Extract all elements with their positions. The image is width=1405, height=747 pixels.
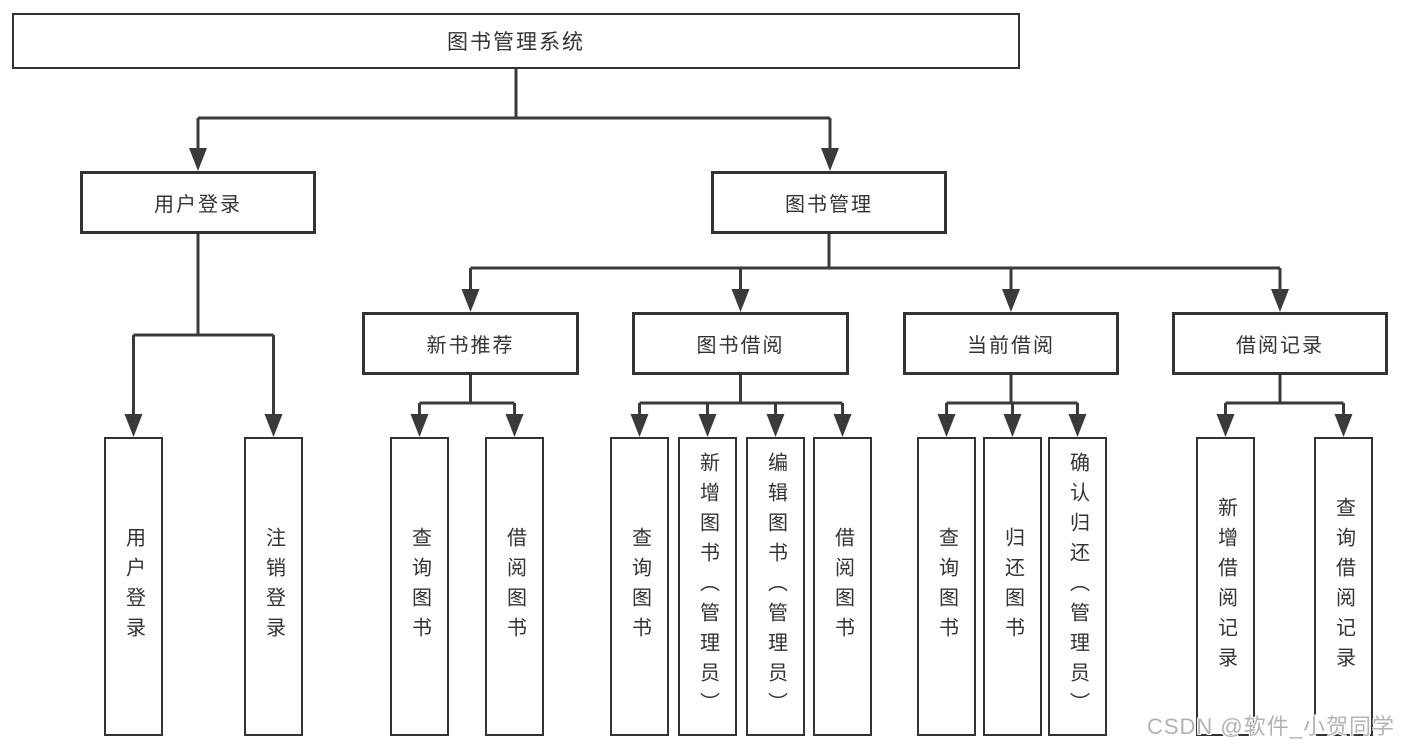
leaf-confirm-return-admin: 确认归还（管理员） [1048, 437, 1107, 736]
node-label: 用户登录 [154, 194, 242, 216]
leaf-label: 新增图书（管理员） [696, 451, 719, 722]
leaf-search-borrow-record: 查询借阅记录 [1314, 437, 1373, 736]
leaf-borrow-book-recommend: 借阅图书 [485, 437, 544, 736]
leaf-label: 编辑图书（管理员） [764, 451, 787, 722]
node-label: 新书推荐 [426, 335, 515, 357]
leaf-add-borrow-record: 新增借阅记录 [1196, 437, 1255, 736]
node-label: 图书管理 [785, 194, 873, 216]
leaf-search-book-current: 查询图书 [917, 437, 976, 736]
node-library-management-system: 图书管理系统 [12, 13, 1020, 69]
node-label: 当前借阅 [967, 335, 1055, 357]
node-book-management: 图书管理 [711, 171, 947, 234]
node-label: 图书借阅 [696, 335, 785, 357]
node-current-borrow: 当前借阅 [903, 312, 1119, 375]
leaf-logout: 注销登录 [244, 437, 303, 736]
leaf-borrow-book: 借阅图书 [813, 437, 872, 736]
leaf-label: 注销登录 [262, 526, 285, 647]
node-new-book-recommend: 新书推荐 [362, 312, 579, 375]
leaf-add-book-admin: 新增图书（管理员） [678, 437, 737, 736]
leaf-label: 查询图书 [935, 526, 958, 647]
leaf-edit-book-admin: 编辑图书（管理员） [746, 437, 805, 736]
leaf-label: 新增借阅记录 [1214, 496, 1237, 677]
leaf-label: 查询图书 [408, 526, 431, 647]
csdn-watermark: CSDN @软件_小贺同学 [1146, 714, 1395, 739]
leaf-label: 借阅图书 [503, 526, 526, 647]
leaf-label: 确认归还（管理员） [1066, 451, 1089, 722]
node-borrow-records: 借阅记录 [1172, 312, 1388, 375]
leaf-search-book-recommend: 查询图书 [390, 437, 449, 736]
leaf-label: 归还图书 [1001, 526, 1024, 647]
leaf-label: 借阅图书 [831, 526, 854, 647]
leaf-user-login: 用户登录 [104, 437, 163, 736]
node-label: 借阅记录 [1236, 335, 1324, 357]
leaf-label: 用户登录 [122, 526, 145, 647]
arrowheads [124, 148, 1353, 437]
node-label: 图书管理系统 [447, 31, 585, 54]
node-book-borrow: 图书借阅 [632, 312, 849, 375]
leaf-label: 查询图书 [628, 526, 651, 647]
node-user-login: 用户登录 [80, 171, 316, 234]
leaf-label: 查询借阅记录 [1332, 496, 1355, 677]
leaf-search-book-borrow: 查询图书 [610, 437, 669, 736]
leaf-return-book: 归还图书 [983, 437, 1042, 736]
